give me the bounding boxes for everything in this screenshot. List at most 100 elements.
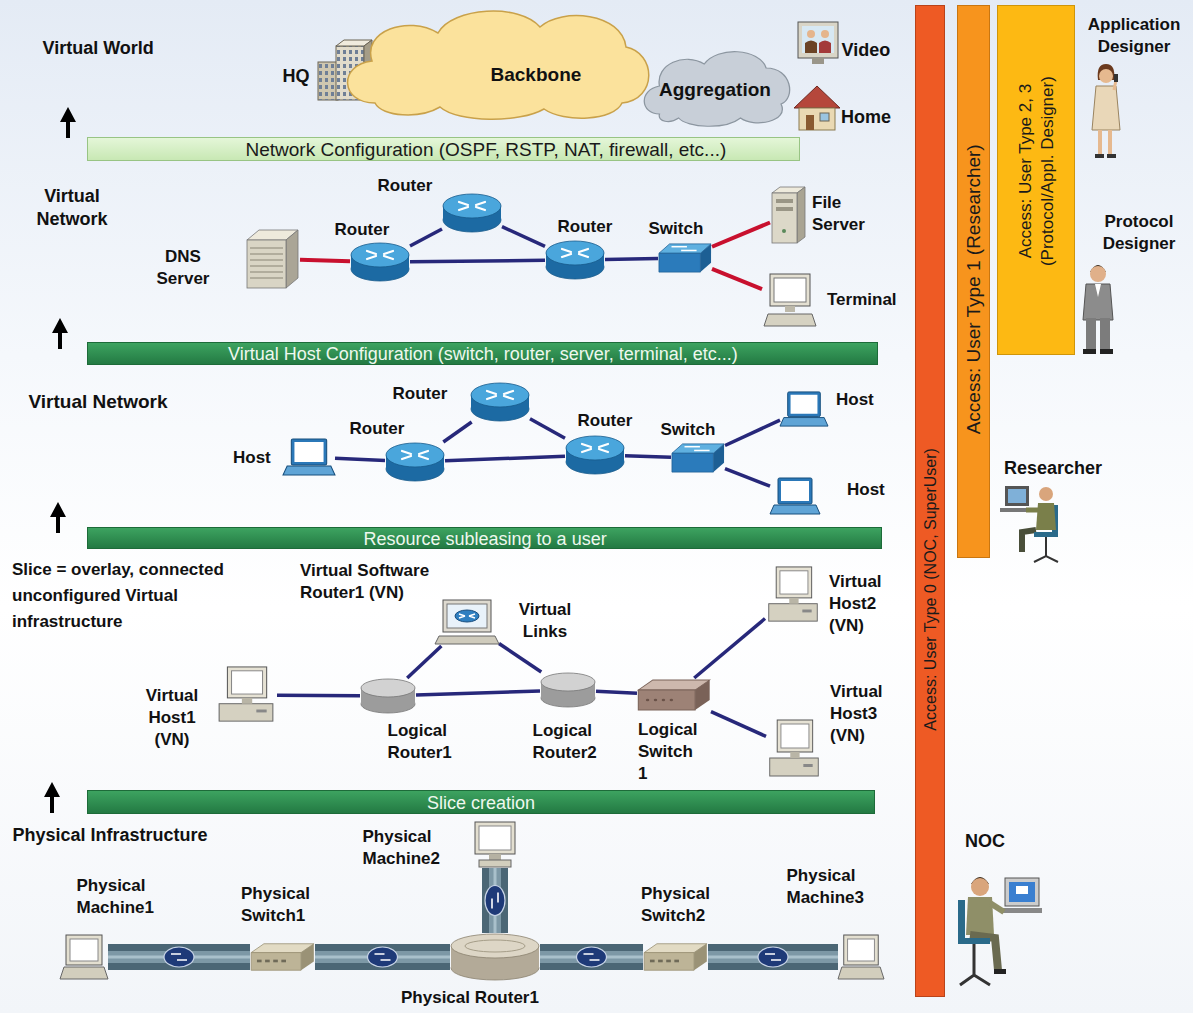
up-arrow-part xyxy=(50,502,66,517)
cable-link-part xyxy=(108,944,250,970)
logical-switch-icon-art-part xyxy=(646,699,673,702)
link-line-part xyxy=(410,260,545,261)
link-line-part xyxy=(416,691,540,695)
host-icon-art-part xyxy=(788,392,821,417)
hq-building-part xyxy=(318,62,338,100)
access-label: Access: User Type 2, 3 (Protocol/Appl. D… xyxy=(1015,36,1059,306)
node-label: Logical Router1 xyxy=(388,720,473,764)
software-router-icon-art-part xyxy=(447,604,487,628)
server-icon-art-part xyxy=(797,187,805,243)
virtual-host-icon-art-part xyxy=(803,764,812,767)
up-arrow-part xyxy=(66,120,70,138)
up-arrow-part xyxy=(50,795,54,813)
terminal-icon-art-part xyxy=(770,274,810,306)
machine-icon-art-part xyxy=(66,935,102,965)
logical-switch-icon-art-part xyxy=(695,680,710,710)
host-icon-art-part xyxy=(791,395,818,414)
switch-icon-art-part-part xyxy=(681,250,696,252)
researcher-figure-part xyxy=(1022,530,1036,552)
logical-switch-icon-art-part-part xyxy=(646,699,649,702)
protocol-designer-figure-part xyxy=(1100,349,1113,354)
cable-link xyxy=(708,947,838,967)
host-icon-art-part xyxy=(780,418,828,427)
physical-switch-icon-art-part xyxy=(257,960,286,963)
router-icon-art-part-part xyxy=(579,254,588,257)
diagram-label: NOC xyxy=(965,830,1005,853)
node-label: Virtual Host2 (VN) xyxy=(829,571,891,637)
access-label: Access: User Type 0 (NOC, SuperUser) xyxy=(921,448,942,730)
router-icon-art-part-part xyxy=(562,254,571,257)
cable-link-part-part xyxy=(485,886,505,916)
terminal-icon-art-part xyxy=(774,278,806,302)
virtual-host-icon: Virtual Host2 (VN) xyxy=(765,565,821,625)
band-label: Network Configuration (OSPF, RSTP, NAT, … xyxy=(246,138,727,163)
router-icon-art xyxy=(350,242,410,282)
cable-link xyxy=(540,947,643,967)
cable-link-part-part xyxy=(375,954,391,960)
physical-router-icon-art-part xyxy=(451,934,539,958)
access-bar: Access: User Type 1 (Researcher) xyxy=(957,5,990,558)
physical-switch-icon-art xyxy=(250,942,315,972)
router-icon-art xyxy=(545,240,605,280)
virtual-host-icon-art-part xyxy=(256,710,266,713)
link-line xyxy=(712,223,770,247)
up-arrow-part xyxy=(58,331,62,349)
switch-icon-art xyxy=(671,442,725,474)
application-designer-figure xyxy=(1092,64,1120,158)
router-icon-art-part xyxy=(402,451,428,459)
software-router-icon-art-part xyxy=(459,614,475,618)
router-icon-art-part xyxy=(351,243,409,267)
host-icon-art xyxy=(780,390,828,428)
noc-figure-part xyxy=(1009,882,1035,902)
router-icon: Router xyxy=(350,242,410,282)
cable-link-part-part xyxy=(758,947,788,967)
server-icon-art-part-part xyxy=(250,271,283,272)
logical-router-icon-art-part xyxy=(541,673,595,691)
node-label: Router xyxy=(393,383,448,405)
server-icon-art-part-part xyxy=(250,259,283,260)
router-icon-art-part-part xyxy=(459,202,468,205)
up-arrow-part xyxy=(52,318,68,333)
cable-link-part-part xyxy=(171,954,187,960)
link-line xyxy=(300,260,350,261)
noc-figure-part xyxy=(1002,908,1042,913)
diagram-label: Researcher xyxy=(1004,457,1102,480)
cable-link-part xyxy=(577,947,607,967)
logical-switch-icon-art-part-part xyxy=(670,699,673,702)
switch-icon-art xyxy=(658,242,712,274)
physical-switch-icon: Physical Switch2 xyxy=(643,942,708,972)
cable-link-part-part xyxy=(577,947,607,967)
physical-router-icon: Physical Router1 xyxy=(450,933,540,981)
node-label: Virtual Host3 (VN) xyxy=(830,681,892,747)
link-line-part xyxy=(725,469,770,487)
router-icon-art-part-part xyxy=(579,249,588,252)
virtual-host-icon-art-part xyxy=(780,571,808,594)
process-band: Slice creation xyxy=(87,790,875,814)
link-line xyxy=(443,422,471,442)
band-label: Resource subleasing to a user xyxy=(364,528,607,551)
link-line-part xyxy=(335,458,385,460)
cable-link-part xyxy=(540,944,643,970)
physical-switch-icon: Physical Switch1 xyxy=(250,942,315,972)
host-icon-art-part xyxy=(781,481,809,501)
home-house-part xyxy=(806,115,814,130)
host-icon: Host xyxy=(780,390,828,428)
switch-icon-art-part xyxy=(713,444,724,472)
cable-link-part-part xyxy=(765,954,781,960)
virtual-host-icon-art-part xyxy=(776,567,811,598)
video-monitor-part xyxy=(807,30,815,38)
researcher-figure-part xyxy=(1034,537,1058,562)
link-line xyxy=(725,420,780,445)
researcher-figure xyxy=(1000,486,1058,562)
link-line-part xyxy=(711,712,766,737)
router-icon-art-part xyxy=(566,436,624,460)
link-line xyxy=(499,644,541,672)
logical-router-icon-art xyxy=(540,672,596,708)
network-cloud-art-part xyxy=(348,11,649,119)
logical-router-icon: Logical Router1 xyxy=(360,678,416,714)
server-icon-art-part-part xyxy=(250,277,283,278)
host-icon-art-part xyxy=(770,505,820,514)
router-icon-art-part xyxy=(487,391,513,399)
link-line xyxy=(725,469,770,487)
